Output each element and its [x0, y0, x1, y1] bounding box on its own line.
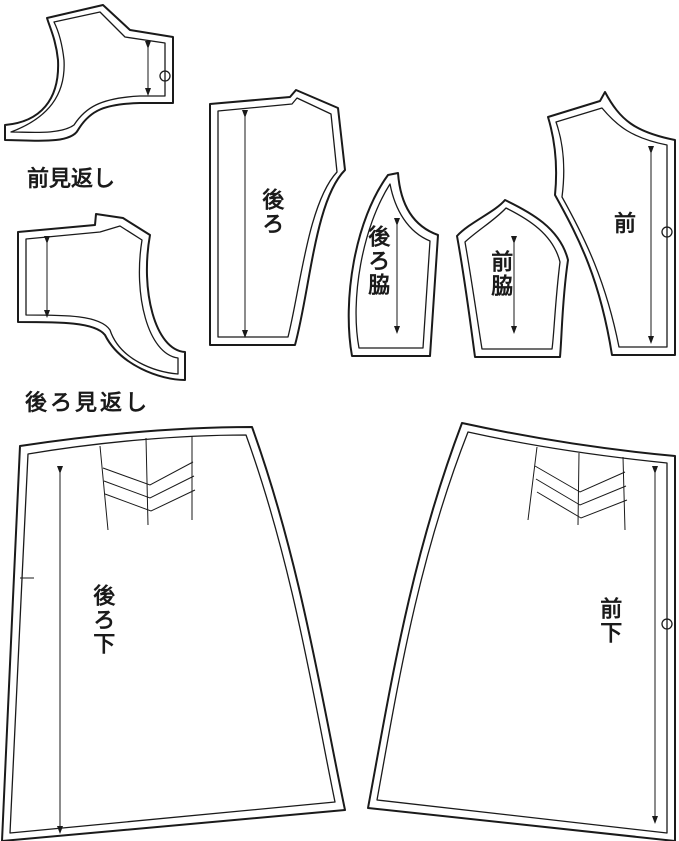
back-skirt-label: 後ろ下 — [89, 584, 115, 656]
back-bodice-label: 後ろ — [258, 188, 284, 236]
back-side-label: 後ろ脇 — [364, 225, 390, 297]
button-icon — [159, 70, 171, 82]
front-skirt-piece — [367, 422, 676, 841]
back-facing-piece — [17, 213, 186, 381]
front-facing-piece — [4, 4, 174, 142]
front-side-piece — [456, 199, 569, 358]
front-skirt-label: 前下 — [596, 597, 622, 645]
front-bodice-piece — [547, 91, 676, 356]
back-facing-label: 後ろ見返し — [25, 391, 151, 416]
back-side-piece — [347, 172, 439, 357]
back-bodice-piece — [209, 89, 346, 346]
front-side-label: 前脇 — [487, 250, 513, 298]
front-bodice-label: 前 — [614, 212, 637, 237]
button-icon — [661, 618, 673, 630]
button-icon — [661, 226, 673, 238]
front-facing-label: 前見返し — [27, 167, 116, 192]
back-skirt-piece — [1, 426, 346, 841]
